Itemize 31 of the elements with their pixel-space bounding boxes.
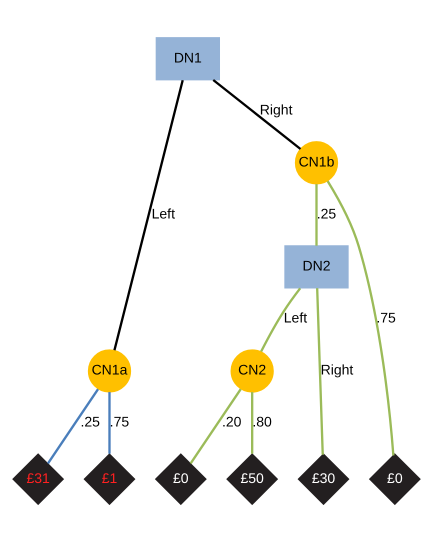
edge-label: Right (320, 362, 354, 378)
connector (251, 392, 254, 454)
node-box: DN2 (284, 245, 349, 289)
connector (326, 180, 395, 456)
node-box: DN1 (156, 37, 220, 80)
node-diamond: £0 (154, 453, 207, 506)
connector (260, 288, 302, 352)
connector (47, 388, 99, 464)
connector (108, 392, 111, 454)
edge-label: .75 (110, 414, 130, 430)
connector (190, 388, 242, 464)
edge-label: Right (260, 101, 293, 118)
node-diamond: £31 (12, 453, 64, 506)
edge-label: .25 (316, 205, 336, 222)
edge-label: .20 (222, 414, 242, 430)
edge-label: Left (152, 205, 175, 222)
connector (315, 184, 318, 246)
node-diamond: £1 (84, 453, 136, 506)
node-diamond: £30 (298, 453, 350, 506)
edge-label: Left (284, 310, 308, 326)
connector (212, 79, 302, 150)
node-diamond: £0 (368, 453, 421, 506)
node-circle: CN1b (294, 141, 338, 184)
node-circle: CN2 (230, 349, 274, 393)
node-circle: CN1a (88, 349, 132, 393)
edge-label: .75 (376, 310, 396, 326)
edge-label: .80 (252, 414, 272, 430)
connector (113, 80, 184, 350)
connector (316, 288, 324, 455)
node-diamond: £50 (226, 453, 278, 506)
edge-label: .25 (80, 414, 100, 430)
